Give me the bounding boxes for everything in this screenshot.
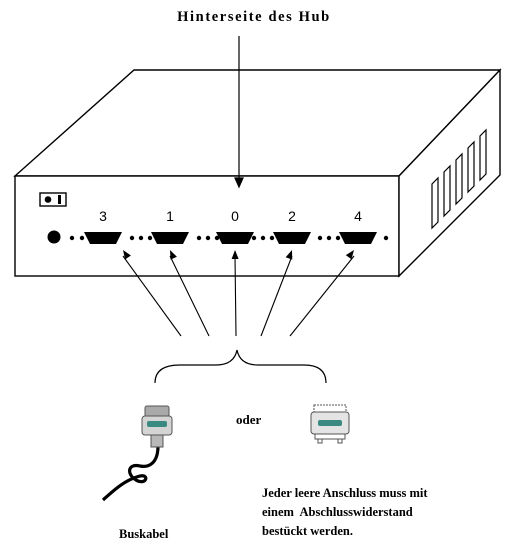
port-arrow-3	[122, 250, 182, 337]
terminator-connector-icon	[310, 404, 350, 444]
hub-front-face	[14, 175, 400, 277]
link-dot	[79, 235, 85, 241]
port-label-1: 1	[166, 208, 174, 224]
port-row	[69, 232, 389, 244]
hub-port-0	[216, 232, 254, 244]
hub-port-3	[84, 232, 122, 244]
link-dot	[129, 235, 135, 241]
port-label-4: 4	[354, 208, 362, 224]
curly-brace	[154, 349, 327, 384]
port-label-2: 2	[288, 208, 296, 224]
bus-cable-connector-icon	[101, 405, 173, 502]
link-dot	[326, 235, 332, 241]
port-arrow-1	[169, 250, 210, 337]
diagram-title: Hinterseite des Hub	[177, 9, 331, 25]
link-dot	[317, 235, 323, 241]
link-dot	[214, 235, 220, 241]
cable-label: Buskabel	[119, 527, 169, 541]
link-dot	[69, 235, 75, 241]
side-vents	[431, 128, 487, 230]
hub-port-2	[273, 232, 311, 244]
hub-box	[13, 68, 502, 278]
power-jack	[47, 230, 61, 244]
hub-port-4	[339, 232, 377, 244]
cable-arrows	[122, 250, 355, 337]
link-dot	[335, 235, 341, 241]
link-dot	[260, 235, 266, 241]
port-arrow-2	[260, 250, 293, 337]
link-dot	[205, 235, 211, 241]
link-dot	[269, 235, 275, 241]
hub-port-1	[151, 232, 189, 244]
port-arrow-0	[231, 250, 239, 337]
or-label: oder	[236, 412, 262, 427]
link-dot	[383, 235, 389, 241]
title-arrow	[234, 36, 244, 189]
link-dot	[138, 235, 144, 241]
link-dot	[147, 235, 153, 241]
port-arrow-4	[289, 250, 355, 337]
port-label-3: 3	[99, 208, 107, 224]
link-dot	[251, 235, 257, 241]
link-dot	[196, 235, 202, 241]
power-switch	[39, 192, 67, 207]
terminator-note: Jeder leere Anschluss muss mit einem Abs…	[262, 486, 428, 538]
port-label-0: 0	[231, 208, 239, 224]
